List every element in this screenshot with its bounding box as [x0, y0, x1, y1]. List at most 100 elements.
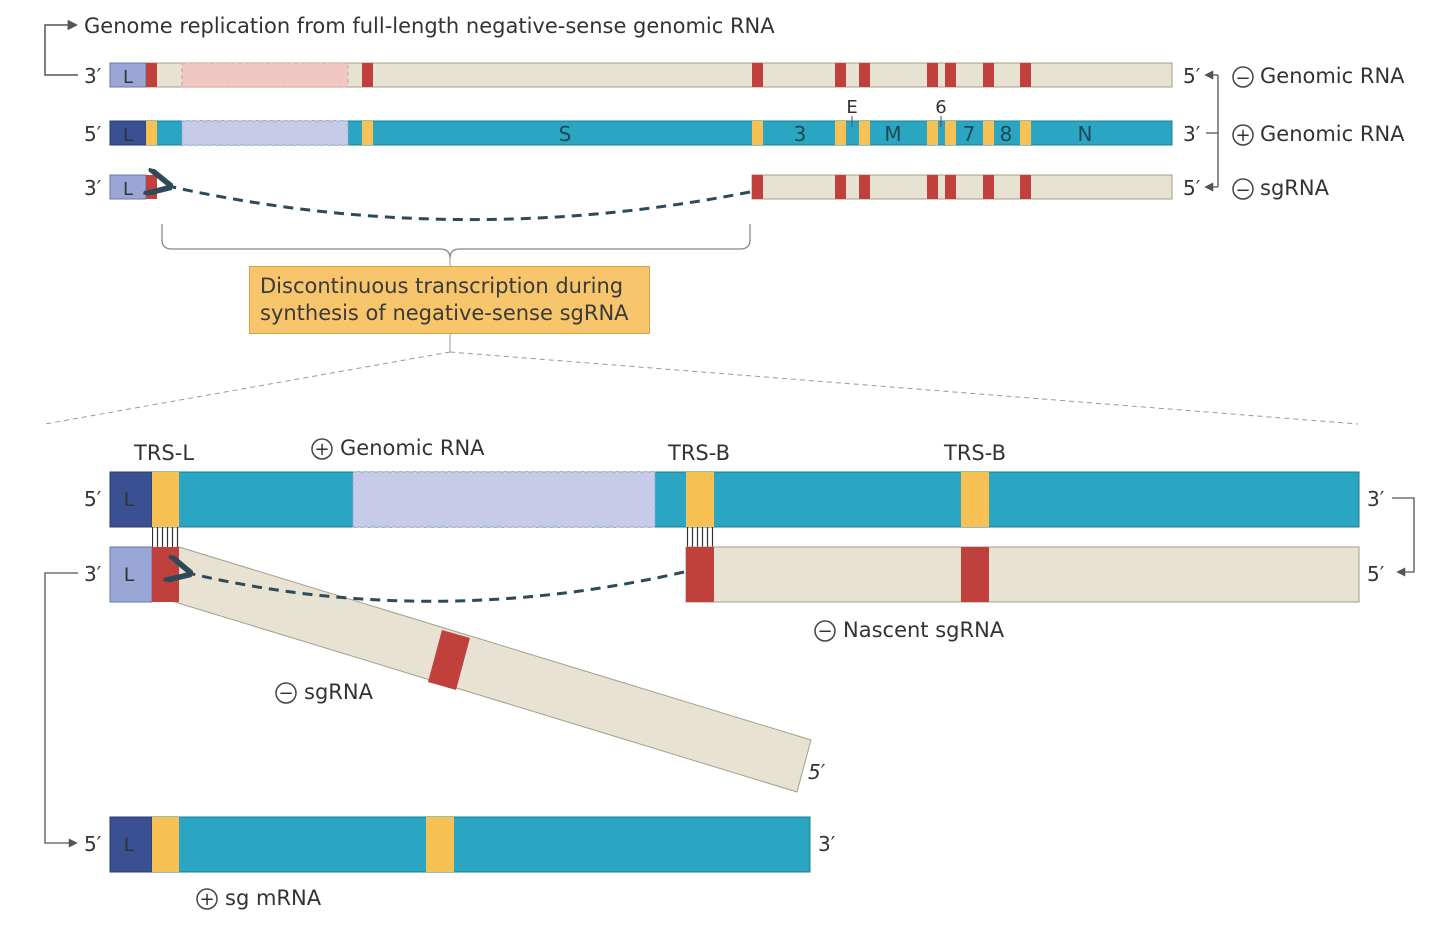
- deleted-region: [181, 62, 349, 88]
- minus-sign-icon: [275, 682, 297, 704]
- trs-segment: [426, 817, 454, 872]
- trs-segment: [859, 175, 870, 199]
- trs-segment: [428, 630, 470, 690]
- svg-text:−: −: [1235, 68, 1250, 89]
- gene-7-label: 7: [963, 122, 976, 146]
- gene-n-label: N: [1078, 122, 1093, 146]
- trs-segment: [835, 121, 846, 145]
- replication-label: Genome replication from full-length nega…: [84, 14, 775, 38]
- trs-segment: [859, 63, 870, 87]
- plus-sign-icon: [196, 888, 218, 910]
- bottom-genomic-right-end: 3′: [1367, 487, 1385, 511]
- trs-segment: [961, 547, 989, 602]
- deleted-region: [181, 120, 349, 146]
- nascent-sgrna-strand: 5′ − Nascent sgRNA: [685, 546, 1385, 642]
- trs-b-segment: [686, 472, 714, 527]
- diagonal-sgrna-end: 5′: [808, 760, 826, 784]
- svg-text:−: −: [1235, 180, 1250, 201]
- grouping-brace: [161, 224, 751, 259]
- trs-b-label: TRS-B: [943, 441, 1006, 465]
- minus-sign-icon: [814, 620, 836, 642]
- callout-line-2: synthesis of negative-sense sgRNA: [260, 301, 629, 325]
- leader-label: L: [123, 179, 133, 200]
- template-switch-arrow: [188, 572, 685, 603]
- trs-segment: [927, 63, 938, 87]
- svg-text:−: −: [817, 621, 832, 642]
- deleted-region: [352, 471, 656, 528]
- trs-segment: [1020, 63, 1031, 87]
- trs-segment: [945, 121, 956, 145]
- gene-8-label: 8: [1000, 122, 1013, 146]
- sgrna-label: sgRNA: [304, 680, 374, 704]
- gene-m-label: M: [884, 122, 901, 146]
- trs-segment: [146, 63, 157, 87]
- leader-label: L: [124, 564, 135, 586]
- pos-genomic-strand: 5′ L S 3 E M 6 7 8 N 3′: [84, 97, 1201, 146]
- trs-segment: [1020, 175, 1031, 199]
- bottom-neg-leader: 3′ L: [84, 546, 179, 603]
- leader-segment: [109, 546, 153, 603]
- trs-l-segment: [152, 472, 179, 527]
- mrna-right-end: 3′: [818, 832, 836, 856]
- trs-segment: [927, 121, 938, 145]
- trs-segment: [146, 175, 157, 199]
- leader-segment: [109, 471, 153, 528]
- plus-sign-icon: [311, 438, 333, 460]
- trs-segment: [983, 121, 994, 145]
- trs-l-label: TRS-L: [133, 441, 194, 465]
- template-switch-arrow: [168, 186, 751, 222]
- trs-segment: [927, 175, 938, 199]
- mrna-left-end: 5′: [84, 832, 102, 856]
- trs-segment: [945, 63, 956, 87]
- neg-genomic-strand: 3′ L 5′: [84, 62, 1201, 88]
- diagonal-sgrna-strand: 5′ − sgRNA: [164, 546, 826, 793]
- trs-b-label: TRS-B: [667, 441, 730, 465]
- neg-sgrna-left-end: 3′: [84, 176, 102, 200]
- trs-segment: [752, 121, 763, 145]
- neg-sgrna-label: sgRNA: [1260, 176, 1330, 200]
- nascent-right-end: 5′: [1367, 562, 1385, 586]
- pos-genomic-label: Genomic RNA: [1260, 122, 1405, 146]
- svg-text:+: +: [199, 889, 214, 910]
- mrna-bracket: [44, 572, 78, 848]
- base-pairing: [686, 527, 714, 547]
- base-pairing: [152, 527, 179, 547]
- zoom-line: [44, 351, 451, 425]
- svg-text:−: −: [278, 683, 293, 704]
- bottom-right-bracket: [1392, 497, 1415, 577]
- neg-sgrna-strand: 3′ L 5′: [84, 175, 1201, 222]
- trs-segment: [362, 63, 373, 87]
- trs-segment: [859, 121, 870, 145]
- gene-s-label: S: [559, 122, 572, 146]
- svg-text:+: +: [314, 439, 329, 460]
- trs-segment: [752, 175, 763, 199]
- trs-segment: [835, 175, 846, 199]
- leader-label: L: [123, 125, 133, 146]
- leader-label: L: [123, 67, 133, 88]
- minus-sign-icon: [1232, 66, 1254, 88]
- leader-segment: [109, 62, 147, 88]
- neg-genomic-right-end: 5′: [1183, 64, 1201, 88]
- neg-genomic-left-end: 3′: [84, 64, 102, 88]
- trs-segment: [152, 817, 179, 872]
- trs-segment: [752, 63, 763, 87]
- gene-6-label: 6: [935, 97, 946, 118]
- trs-segment: [362, 121, 373, 145]
- trs-segment: [983, 63, 994, 87]
- genomic-rna-label: Genomic RNA: [340, 436, 485, 460]
- trs-segment: [983, 175, 994, 199]
- trs-segment: [945, 175, 956, 199]
- trs-segment: [146, 121, 157, 145]
- leader-segment: [109, 816, 153, 873]
- nascent-left-end: 3′: [84, 562, 102, 586]
- replication-bracket: [44, 19, 79, 76]
- plus-sign-icon: [1232, 124, 1254, 146]
- pos-genomic-left-end: 5′: [84, 122, 102, 146]
- gene-e-label: E: [846, 97, 857, 118]
- zoom-line: [449, 351, 1359, 425]
- leader-label: L: [124, 834, 135, 856]
- gene-3-label: 3: [794, 122, 807, 146]
- bottom-genomic-left-end: 5′: [84, 487, 102, 511]
- sg-mrna-strand: 5′ L 3′ + sg mRNA: [84, 816, 836, 910]
